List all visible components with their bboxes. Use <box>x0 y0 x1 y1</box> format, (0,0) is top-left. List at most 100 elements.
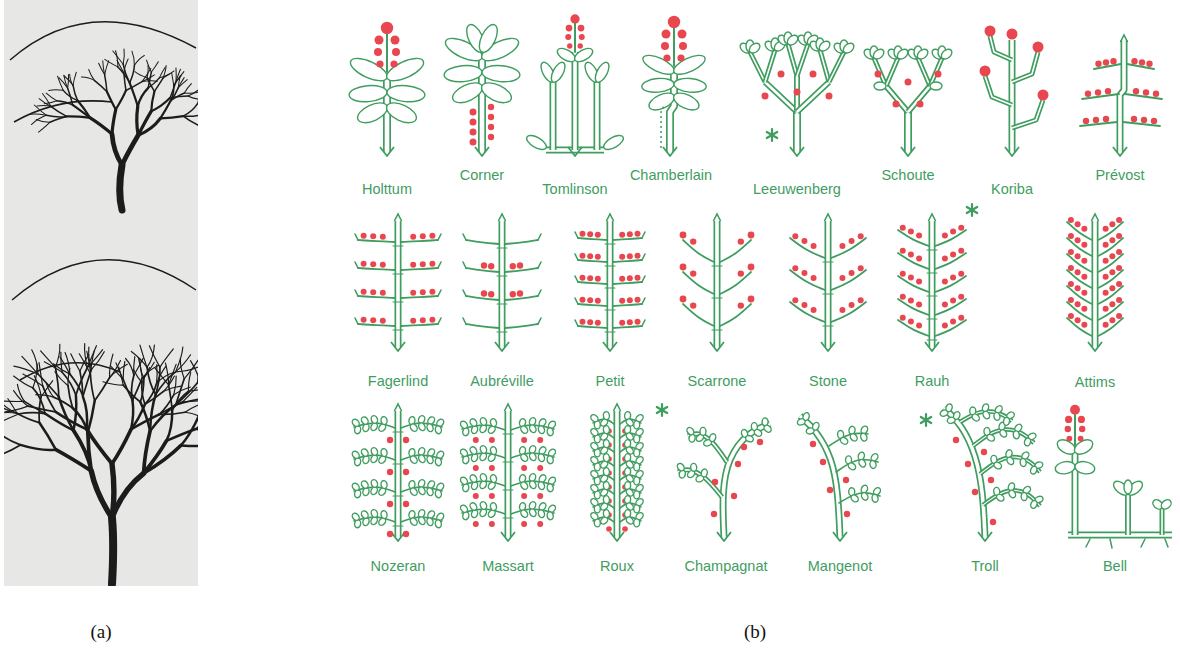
axis-outline <box>904 112 912 152</box>
root-mark <box>501 532 515 541</box>
sketch-branch <box>172 391 188 410</box>
axis-outline <box>797 44 808 76</box>
root-mark <box>568 147 582 156</box>
sketch-branch <box>46 93 56 100</box>
leaf <box>435 519 442 528</box>
sketch-branch <box>165 363 168 385</box>
leaf <box>634 505 640 513</box>
sketch-branch <box>4 430 20 445</box>
inflorescence-dot <box>950 252 956 258</box>
leaf <box>384 54 427 85</box>
inflorescence-dot <box>668 16 680 28</box>
inflorescence-dot <box>619 320 625 326</box>
inflorescence-dot <box>844 511 850 517</box>
axis-outline <box>1068 532 1172 539</box>
branch <box>463 290 466 296</box>
axis-core <box>765 50 775 82</box>
leaf <box>589 427 599 437</box>
leaf <box>370 415 379 425</box>
inflorescence-dot <box>1103 258 1109 264</box>
inflorescence-dot <box>1075 237 1081 243</box>
inflorescence-dot <box>916 322 922 328</box>
inflorescence-dot <box>635 231 641 237</box>
sketch-branch <box>44 101 56 104</box>
axis-core <box>1068 533 1172 537</box>
inflorescence-dot <box>811 307 817 313</box>
inflorescence-dot <box>1075 301 1081 307</box>
axis-core <box>670 66 674 152</box>
inflorescence-dot <box>1103 322 1109 328</box>
leaf <box>858 458 867 468</box>
axis-outline <box>688 434 727 462</box>
branch <box>538 290 541 296</box>
branch <box>1141 539 1145 547</box>
inflorescence-dot <box>1139 59 1145 65</box>
inflorescence-dot <box>1081 290 1087 296</box>
inflorescence-dot <box>579 319 585 325</box>
leaf <box>603 439 610 448</box>
inflorescence-dot <box>663 54 670 61</box>
inflorescence-dot <box>1081 226 1087 232</box>
branch <box>358 296 395 298</box>
leaf <box>479 501 488 511</box>
branch <box>613 304 642 306</box>
branch <box>642 232 645 238</box>
branch <box>575 320 578 326</box>
apex-mark <box>606 214 613 221</box>
inflorescence-dot <box>792 297 798 303</box>
inflorescence-dot <box>429 317 435 323</box>
leaf <box>634 519 640 527</box>
leaf <box>443 64 482 83</box>
inflorescence-dot <box>420 233 426 239</box>
root-mark <box>833 532 847 541</box>
inflorescence-dot <box>950 298 956 304</box>
inflorescence-dot <box>1068 265 1074 271</box>
sketch-branch <box>17 414 39 423</box>
branch <box>355 234 358 240</box>
sketch-branch <box>87 429 112 463</box>
branch <box>393 273 403 274</box>
branch <box>503 461 513 462</box>
leaf <box>409 455 419 465</box>
leaf <box>528 508 537 518</box>
root-mark <box>821 342 835 351</box>
branch <box>393 431 403 432</box>
axis-core <box>930 221 934 347</box>
inflorescence-dot <box>875 71 882 78</box>
inflorescence-dot <box>1109 301 1115 307</box>
sketch-branch <box>147 65 148 77</box>
sketch-branch <box>73 430 91 470</box>
leaf <box>528 480 537 490</box>
inflorescence-dot <box>794 89 801 96</box>
inflorescence-dot <box>370 233 376 239</box>
sketch-branch <box>183 116 198 126</box>
sketch-branch <box>123 361 125 379</box>
sketch-branch <box>68 386 73 408</box>
sketch-branch <box>112 518 113 584</box>
axis-core <box>886 58 898 86</box>
inflorescence-dot <box>738 302 744 308</box>
leaf <box>370 447 379 457</box>
axis-core <box>551 80 555 150</box>
leaf <box>676 462 686 472</box>
sketch-branch <box>30 114 46 115</box>
model-name: Prévost <box>1095 167 1144 184</box>
branch <box>355 262 358 268</box>
leaf <box>490 418 497 427</box>
leaf <box>519 481 529 491</box>
inflorescence-dot <box>429 261 435 267</box>
sketch-branch <box>169 364 177 384</box>
leaf <box>603 425 610 434</box>
sketch-branch <box>112 110 116 135</box>
branch <box>358 268 395 270</box>
leaf <box>459 420 469 430</box>
leaf <box>450 79 486 107</box>
inflorescence-dot <box>489 493 495 499</box>
inflorescence-dot <box>679 42 687 50</box>
axis-core <box>797 82 829 112</box>
sketch-branch <box>138 118 160 135</box>
axis-outline <box>918 58 930 86</box>
model-name: Troll <box>971 558 999 575</box>
axis-outline <box>1120 40 1124 152</box>
inflorescence-dot <box>1103 274 1109 280</box>
